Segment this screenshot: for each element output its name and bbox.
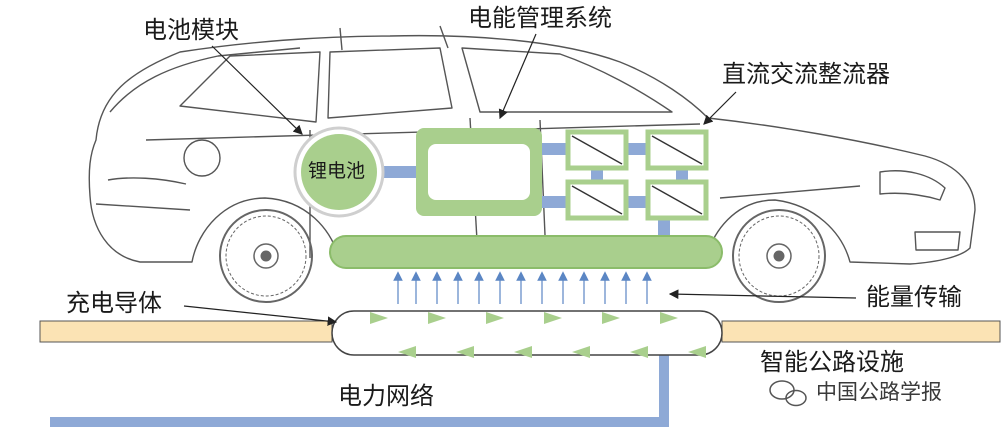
road-left	[39, 320, 333, 343]
wheel-rear	[219, 209, 313, 303]
conductor-flow-left	[398, 346, 706, 358]
wechat-icon	[769, 380, 807, 407]
conductor-flow-right	[370, 312, 678, 324]
label-energy-management: 电能管理系统	[468, 4, 612, 32]
label-energy-transfer: 能量传输	[866, 283, 962, 311]
label-power-grid: 电力网络	[338, 382, 434, 410]
grid-line	[50, 340, 669, 427]
wheel-front	[732, 209, 826, 303]
watermark-text: 中国公路学报	[816, 380, 942, 404]
label-dc-rectifier: 直流交流整流器	[722, 60, 890, 88]
label-charging-conductor: 充电导体	[66, 289, 162, 317]
label-smart-highway: 智能公路设施	[760, 348, 904, 376]
energy-arrows	[393, 271, 652, 304]
label-battery-module: 电池模块	[143, 16, 239, 44]
callout-lines	[183, 33, 857, 326]
road-right	[721, 320, 1001, 343]
label-lithium-battery: 锂电池	[308, 160, 366, 182]
vehicle-receiver-coil	[329, 235, 723, 269]
